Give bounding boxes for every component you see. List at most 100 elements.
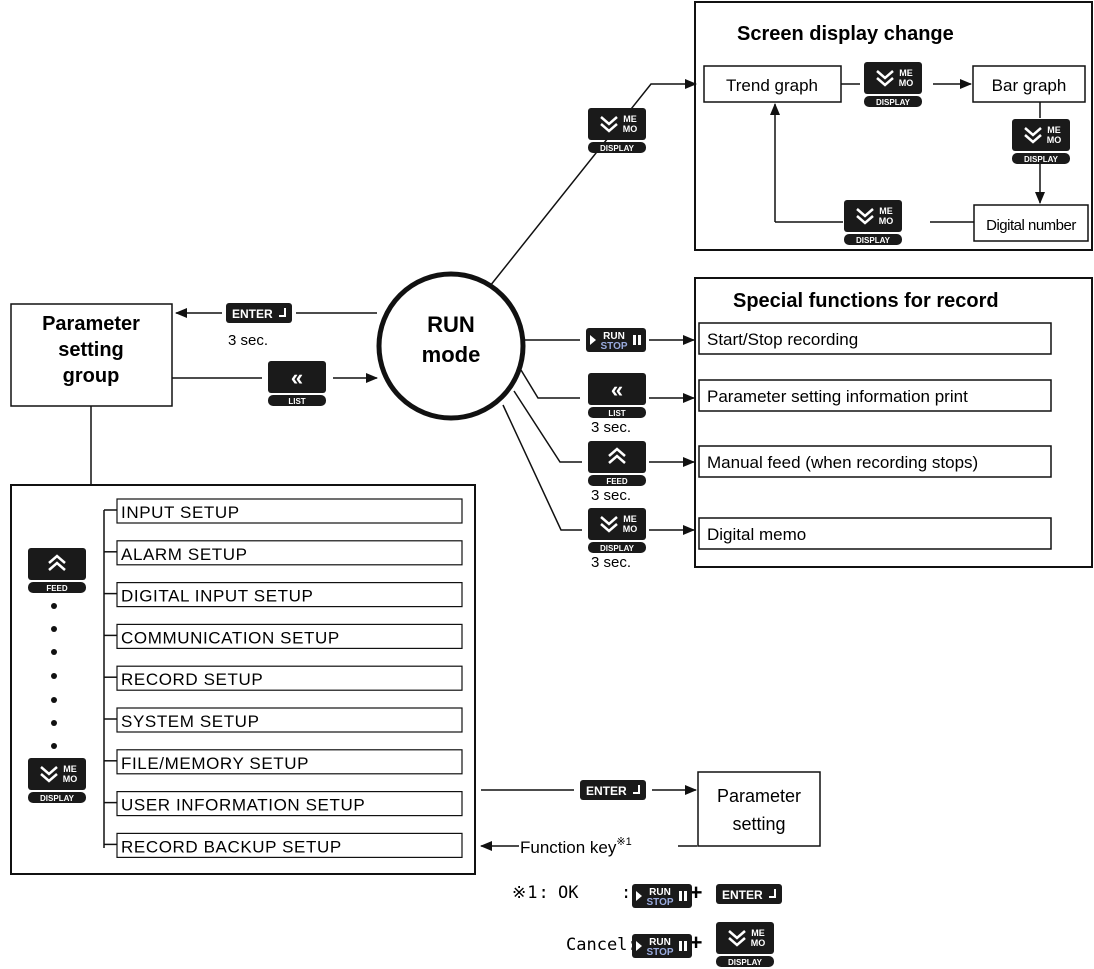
special-functions-panel: Special functions for record Start/Stop …	[694, 277, 1093, 568]
svg-text:«: «	[611, 377, 623, 402]
hold-3sec-display: 3 sec.	[591, 554, 631, 571]
svg-text:DISPLAY: DISPLAY	[876, 98, 911, 107]
svg-text:RUN: RUN	[427, 312, 475, 337]
bullet-icon	[51, 743, 57, 749]
setup-item-label: RECORD SETUP	[121, 670, 263, 689]
svg-text:OK: OK	[558, 883, 579, 903]
svg-text:Parameter: Parameter	[717, 786, 801, 806]
setup-item-label: RECORD BACKUP SETUP	[121, 837, 342, 856]
bullet-icon	[51, 673, 57, 679]
svg-text:ENTER: ENTER	[232, 307, 273, 321]
svg-text:+: +	[690, 930, 703, 955]
bullet-icon	[51, 720, 57, 726]
svg-text:ME: ME	[899, 68, 913, 78]
setup-item-label: ALARM SETUP	[121, 545, 248, 564]
bar-graph-label: Bar graph	[992, 76, 1067, 95]
hold-3sec-list: 3 sec.	[591, 419, 631, 436]
svg-text:DISPLAY: DISPLAY	[728, 958, 763, 967]
svg-text:RUN: RUN	[649, 937, 671, 948]
svg-text:MO: MO	[623, 524, 638, 534]
parameter-setting-box: Parameter setting	[697, 771, 821, 847]
enter-key-icon: ENTER	[580, 780, 646, 800]
bullet-icon	[51, 626, 57, 632]
setup-item-label: INPUT SETUP	[121, 503, 240, 522]
setup-item[interactable]: INPUT SETUP	[104, 498, 463, 524]
svg-text:Cancel:: Cancel:	[566, 935, 638, 955]
special-item-manual-feed: Manual feed (when recording stops)	[698, 445, 1052, 478]
setup-list-panel: INPUT SETUP ALARM SETUP DIGITAL INPUT SETU…	[10, 484, 476, 875]
function-key-label: Function key※1	[520, 836, 632, 857]
digital-number-label: Digital number	[986, 217, 1076, 234]
svg-text:group: group	[63, 365, 120, 387]
setup-item-label: FILE/MEMORY SETUP	[121, 754, 309, 773]
setup-item[interactable]: USER INFORMATION SETUP	[104, 790, 463, 817]
setup-item[interactable]: ALARM SETUP	[104, 540, 463, 566]
svg-text:LIST: LIST	[288, 397, 305, 406]
svg-text:DISPLAY: DISPLAY	[600, 144, 635, 153]
svg-text:STOP: STOP	[646, 947, 673, 958]
enter-key-icon: ENTER	[226, 303, 292, 323]
svg-text:mode: mode	[422, 342, 481, 367]
svg-text:ME: ME	[879, 206, 893, 216]
setup-item[interactable]: SYSTEM SETUP	[104, 707, 463, 733]
svg-text:ENTER: ENTER	[722, 888, 763, 902]
svg-text:STOP: STOP	[600, 341, 627, 352]
setup-item[interactable]: FILE/MEMORY SETUP	[104, 749, 463, 775]
svg-text:RUN: RUN	[649, 887, 671, 898]
special-item-start-stop: Start/Stop recording	[698, 322, 1052, 355]
svg-text:ME: ME	[1047, 125, 1061, 135]
special-item-digital-memo: Digital memo	[698, 517, 1052, 550]
trend-graph-label: Trend graph	[726, 76, 818, 95]
setup-item[interactable]: DIGITAL INPUT SETUP	[104, 581, 463, 608]
list-key-icon: LIST «	[588, 373, 646, 418]
setup-item-label: DIGITAL INPUT SETUP	[121, 587, 313, 606]
display-key-icon: DISPLAY MEMO	[716, 922, 774, 967]
svg-text:DISPLAY: DISPLAY	[40, 794, 75, 803]
svg-text:FEED: FEED	[46, 584, 68, 593]
svg-text:setting: setting	[58, 339, 124, 361]
feed-key-icon: FEED	[28, 548, 86, 593]
screen-display-panel: Screen display change Trend graph Bar gr…	[694, 1, 1093, 251]
svg-text:Parameter: Parameter	[42, 313, 140, 335]
svg-text:Digital memo: Digital memo	[707, 525, 806, 544]
display-key-icon: DISPLAY MEMO	[864, 62, 922, 107]
svg-text:+: +	[690, 880, 703, 905]
setup-item[interactable]: RECORD SETUP	[104, 665, 463, 691]
svg-text:DISPLAY: DISPLAY	[600, 544, 635, 553]
svg-text:STOP: STOP	[646, 897, 673, 908]
hold-3sec-enter: 3 sec.	[228, 332, 268, 349]
svg-text:ME: ME	[623, 114, 637, 124]
svg-text:ME: ME	[751, 928, 765, 938]
run-mode-circle: RUN mode	[376, 271, 526, 421]
bar-graph-box: Bar graph	[972, 65, 1086, 103]
footnote: ※1: OK : + Cancel: +	[512, 880, 702, 955]
setup-item-label: COMMUNICATION SETUP	[121, 628, 340, 647]
svg-text:Start/Stop recording: Start/Stop recording	[707, 330, 858, 349]
svg-text:LIST: LIST	[608, 409, 625, 418]
setup-item[interactable]: RECORD BACKUP SETUP	[104, 832, 463, 859]
svg-text:MO: MO	[751, 938, 766, 948]
svg-text:FEED: FEED	[606, 477, 628, 486]
enter-key-icon: ENTER	[716, 884, 782, 904]
setup-item-label: SYSTEM SETUP	[121, 712, 260, 731]
svg-text:ME: ME	[623, 514, 637, 524]
trend-graph-box: Trend graph	[703, 65, 842, 103]
bullet-icon	[51, 649, 57, 655]
setup-item[interactable]: COMMUNICATION SETUP	[104, 623, 463, 650]
bullet-icon	[51, 697, 57, 703]
display-key-icon: DISPLAY MEMO	[588, 508, 646, 553]
svg-text:setting: setting	[732, 814, 785, 834]
svg-text::: :	[621, 883, 631, 903]
svg-text:«: «	[291, 365, 303, 390]
svg-text:ENTER: ENTER	[586, 784, 627, 798]
svg-text:MO: MO	[899, 78, 914, 88]
screen-display-title: Screen display change	[737, 23, 954, 45]
list-key-icon: LIST «	[268, 361, 326, 406]
